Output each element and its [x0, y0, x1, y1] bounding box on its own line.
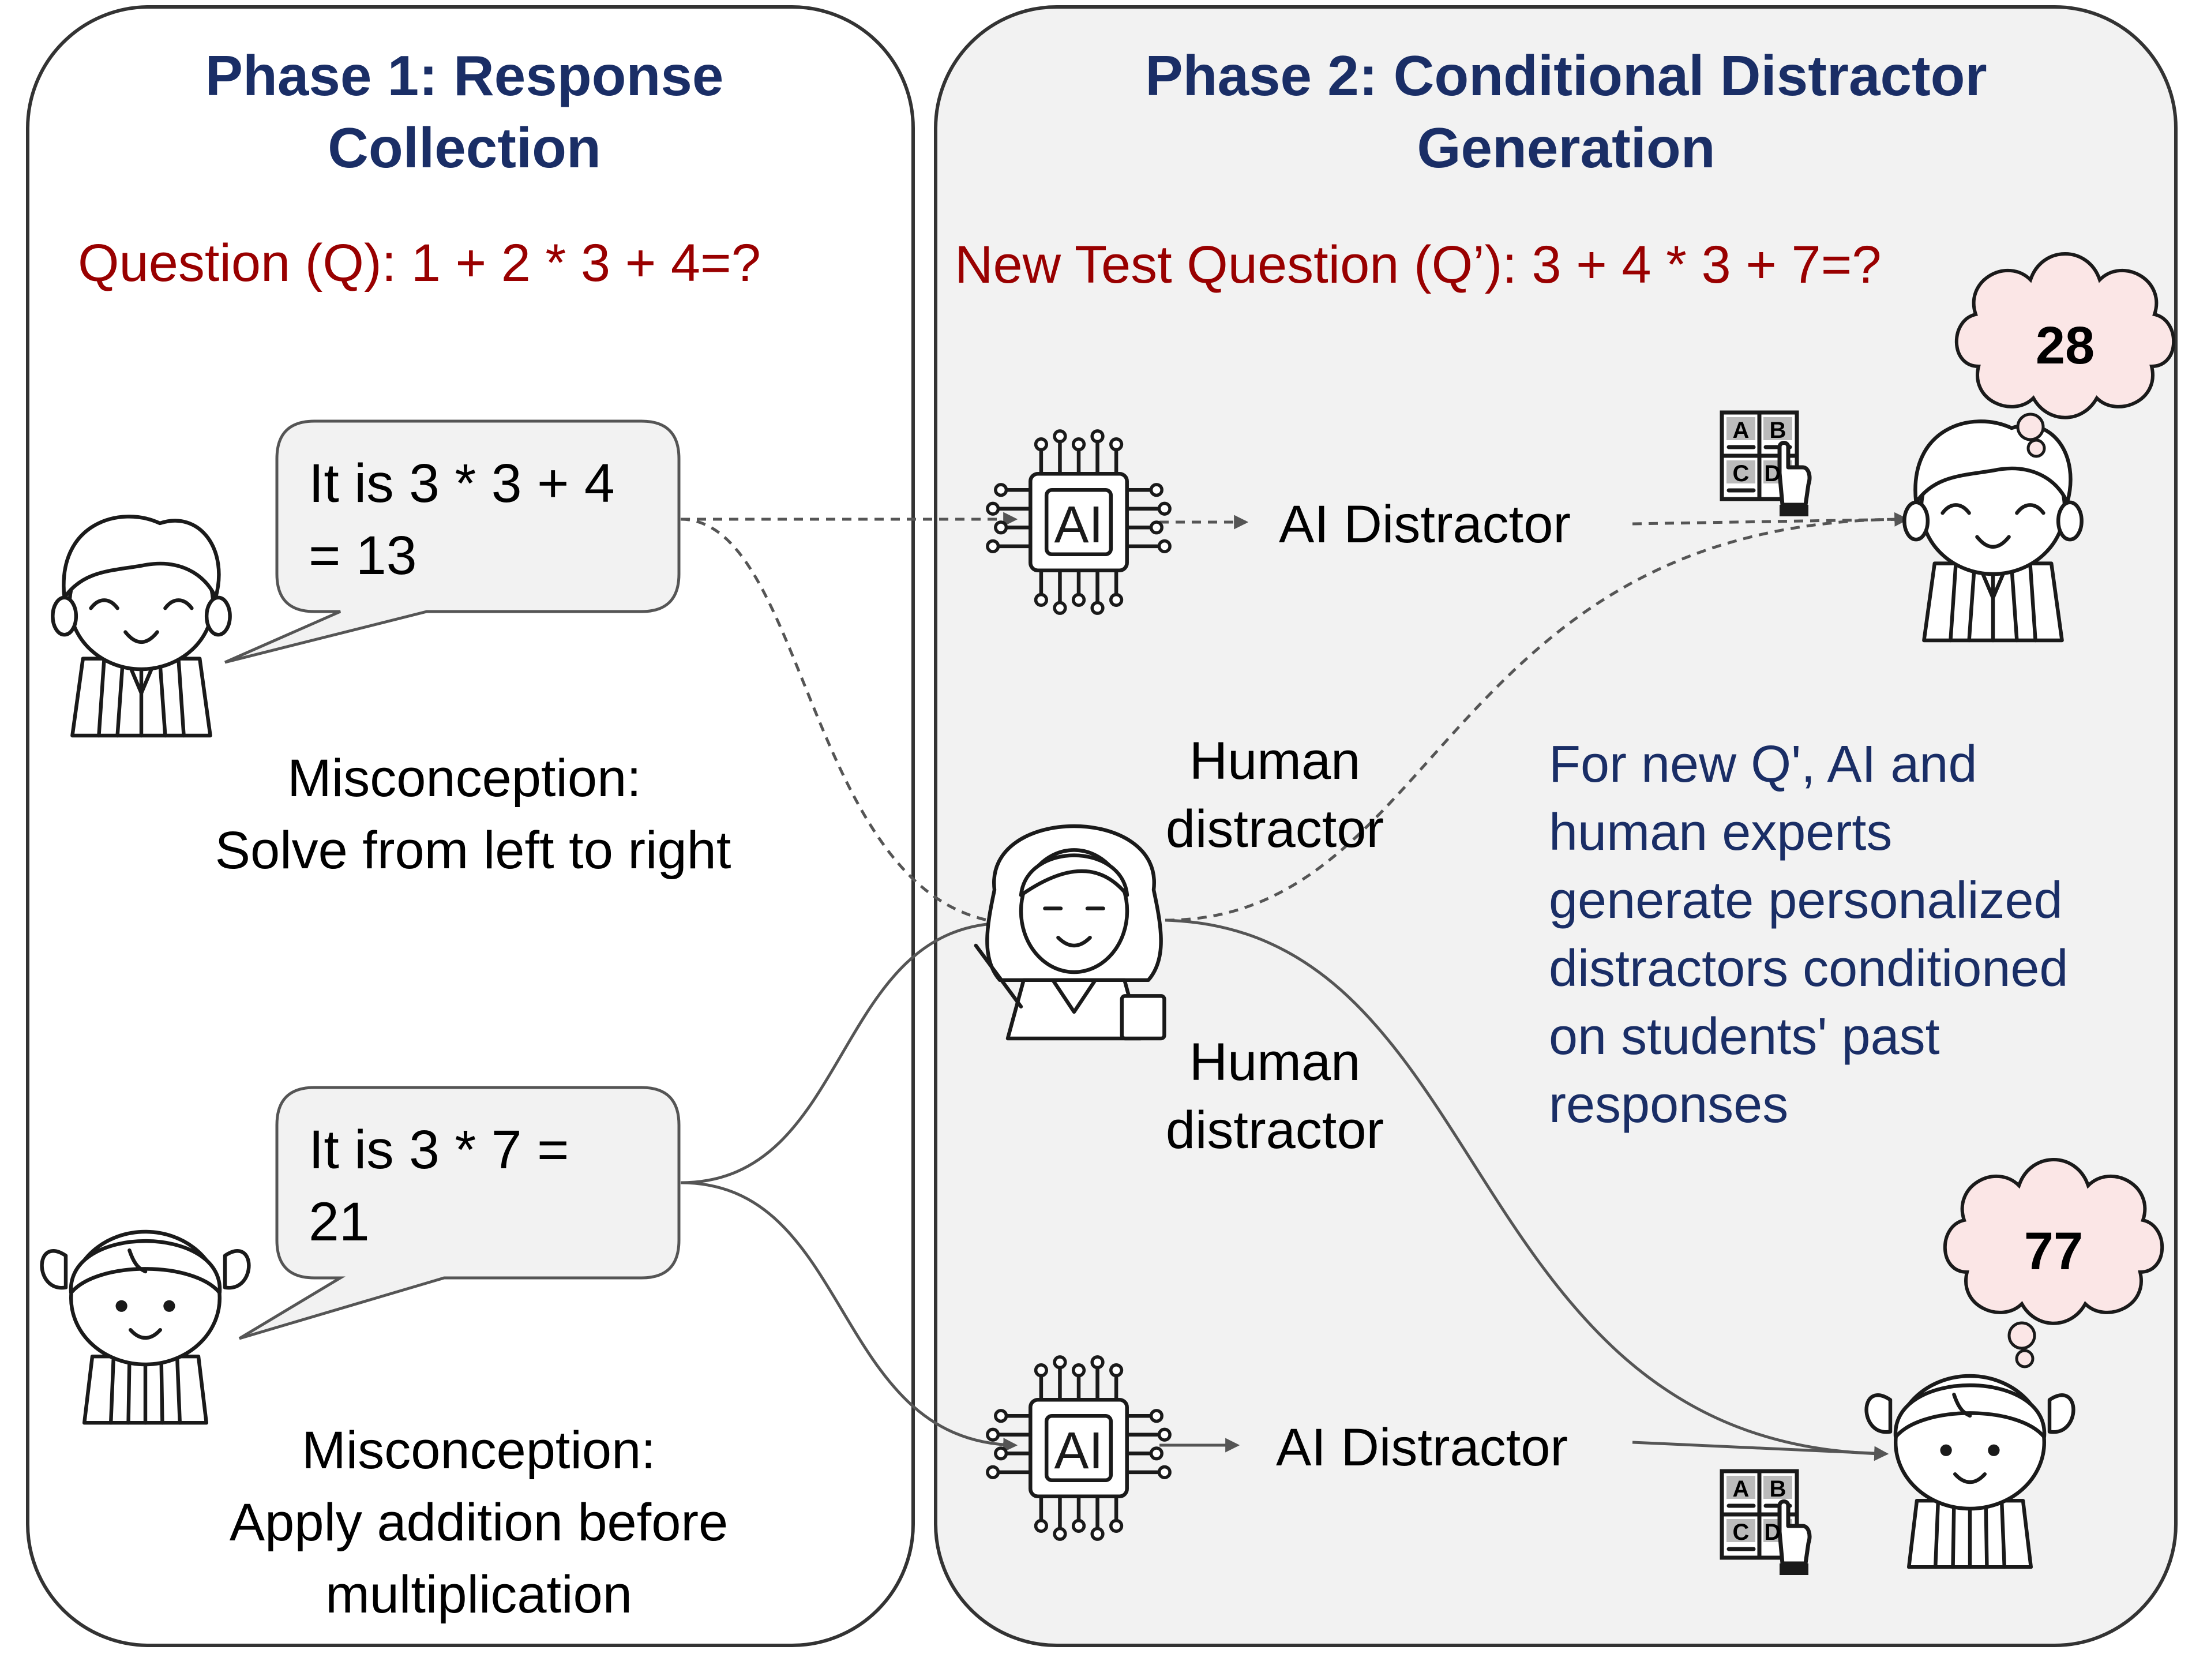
misconception2-label: Misconception:: [302, 1421, 656, 1480]
thought-cloud-icon-bottom: 77: [1945, 1160, 2162, 1368]
speech-bubble-student1: It is 3 * 3 + 4 = 13: [224, 419, 681, 664]
misconception2-text-line1: Apply addition before: [230, 1493, 728, 1552]
description-line6: responses: [1549, 1076, 1788, 1134]
ai-chip-label-top: AI: [1054, 496, 1103, 554]
phase2-panel: [934, 5, 2178, 1647]
speech-bubble-student2: It is 3 * 7 = 21: [238, 1086, 681, 1340]
quiz-bottom-d: D: [1765, 1520, 1781, 1545]
bubble2-line1: It is 3 * 7 =: [309, 1119, 569, 1180]
connectors: [680, 512, 1909, 1461]
ai-distractor-bottom-label: AI Distractor: [1276, 1418, 1568, 1477]
ai-chip-icon-top: AI: [988, 431, 1170, 613]
bubble1-line1: It is 3 * 3 + 4: [309, 453, 615, 514]
thought-top-value: 28: [2036, 316, 2095, 375]
phase2-description: For new Q', AI and human experts generat…: [1549, 736, 2068, 1134]
ai-chip-label-bottom: AI: [1054, 1422, 1103, 1480]
thought-cloud-icon-top: 28: [1957, 254, 2174, 458]
human-distractor-bottom-line1: Human: [1189, 1033, 1361, 1092]
quiz-bottom-a: A: [1733, 1476, 1750, 1502]
bubble1-line2: = 13: [309, 525, 417, 586]
solid-bubble2-to-teacher: [680, 916, 1009, 1184]
description-line1: For new Q', AI and: [1549, 736, 1977, 793]
boy-student-icon: [52, 516, 230, 736]
boy-student-icon-phase2: [1904, 421, 2081, 640]
human-distractor-top-line1: Human: [1189, 732, 1361, 790]
quiz-top-a: A: [1733, 418, 1750, 443]
misconception1-text: Solve from left to right: [215, 821, 731, 880]
phase1-panel: [26, 5, 915, 1647]
quiz-bottom-b: B: [1770, 1476, 1786, 1502]
phase1-question: Question (Q): 1 + 2 * 3 + 4=?: [78, 234, 761, 292]
phase2-title-line2: Generation: [1417, 116, 1715, 179]
bubble2-line2: 21: [309, 1191, 370, 1252]
human-distractor-bottom-line2: distractor: [1166, 1101, 1384, 1160]
dashed-bubble1-to-teacher: [680, 518, 1009, 929]
quiz-bottom-c: C: [1733, 1520, 1750, 1545]
description-line2: human experts: [1549, 804, 1892, 861]
quiz-choice-icon-bottom: A B C D: [1722, 1471, 1810, 1575]
phase2-question: New Test Question (Q’): 3 + 4 * 3 + 7=?: [955, 235, 1882, 294]
phase1-title-line2: Collection: [328, 116, 601, 179]
ai-chip-icon-bottom: AI: [988, 1357, 1170, 1539]
phase1-title-line1: Phase 1: Response: [205, 44, 724, 107]
misconception1-label: Misconception:: [287, 749, 641, 808]
quiz-top-b: B: [1770, 418, 1786, 443]
quiz-top-c: C: [1733, 461, 1750, 486]
misconception2-text-line2: multiplication: [325, 1565, 632, 1624]
dashed-teacher-to-boy: [1165, 518, 1907, 922]
quiz-top-d: D: [1765, 461, 1781, 486]
thought-bottom-value: 77: [2024, 1222, 2083, 1281]
description-line4: distractors conditioned: [1549, 940, 2068, 997]
phase2-title-line1: Phase 2: Conditional Distractor: [1145, 44, 1987, 107]
ai-distractor-top-label: AI Distractor: [1279, 495, 1571, 554]
human-distractor-top-line2: distractor: [1166, 800, 1384, 858]
description-line3: generate personalized: [1549, 872, 2063, 929]
description-line5: on students' past: [1549, 1008, 1940, 1066]
quiz-choice-icon-top: A B C D: [1722, 412, 1810, 516]
solid-bubble2-to-ai-bottom: [680, 1181, 1018, 1453]
solid-teacher-to-girl: [1165, 918, 1889, 1461]
